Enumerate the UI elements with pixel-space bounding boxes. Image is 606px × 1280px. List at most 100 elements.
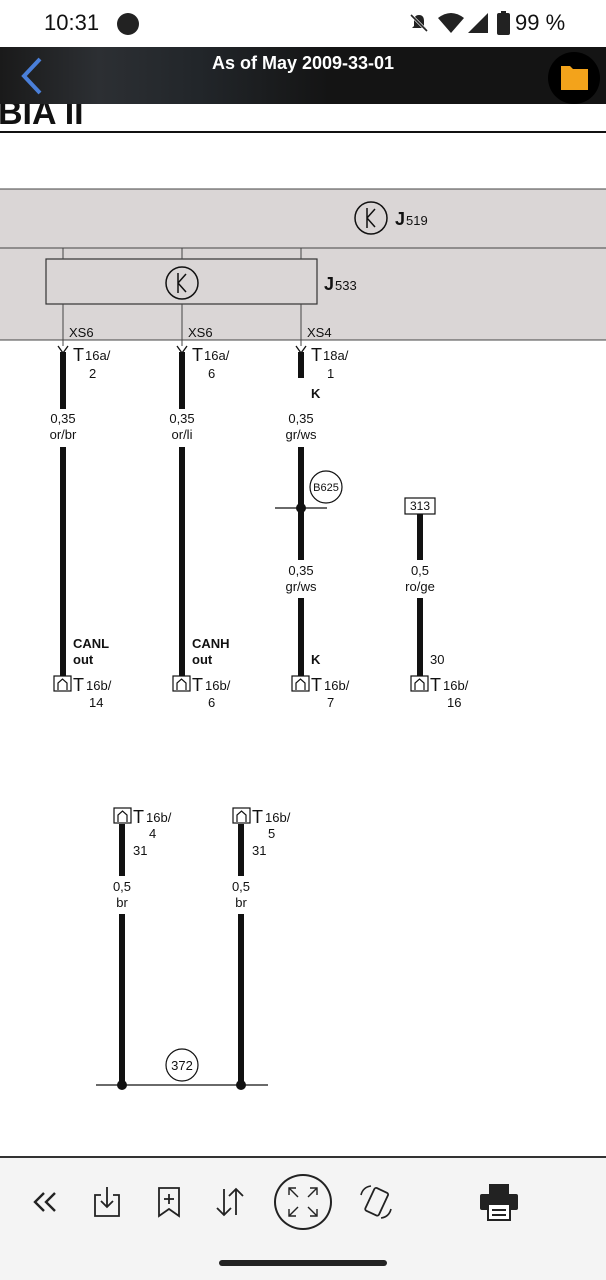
terminal-extra: K [311,386,321,401]
terminal-number: 31 [252,843,266,858]
rotate-button[interactable] [352,1172,400,1232]
terminal-pin: 2 [89,366,96,381]
terminal-letter: T [133,807,144,827]
ground-bus: 372 [96,1048,268,1090]
terminal-pin: 6 [208,366,215,381]
j519-number: 519 [406,213,428,228]
folder-button[interactable] [548,52,600,104]
header-background [0,47,330,104]
double-chevron-left-icon [33,1192,56,1212]
terminal-code: 18a/ [323,348,349,363]
chevron-left-icon [21,57,42,95]
j519-letter: J [395,209,405,229]
wire-gauge: 0,35 [288,563,313,578]
back-button[interactable] [14,53,54,99]
signal-label: K [311,652,321,667]
terminal-pin: 4 [149,826,156,841]
wire-gauge: 0,5 [411,563,429,578]
sort-button[interactable] [207,1172,253,1232]
wire-color: gr/ws [285,579,317,594]
wire-color: gr/ws [285,427,317,442]
terminal-code: 16a/ [85,348,111,363]
wire-color: or/li [172,427,193,442]
status-time: 10:31 [44,10,100,35]
terminal-pin: 6 [208,695,215,710]
wire-color: or/br [50,427,77,442]
signal-icon [468,13,488,33]
terminal-pin: 16 [447,695,461,710]
wire-gauge: 0,35 [288,411,313,426]
wiring-diagram: BIA II J 519 J 533 XS6 [0,104,606,1090]
control-unit-icon [165,266,199,300]
terminal-pin: 5 [268,826,275,841]
wire-gauge: 0,35 [50,411,75,426]
sort-icon [216,1187,244,1217]
terminal-letter: T [430,675,441,695]
wire-gauge: 0,5 [113,879,131,894]
terminal-code: 16b/ [443,678,469,693]
first-page-button[interactable] [22,1172,68,1232]
wire-gauge: 0,35 [169,411,194,426]
document-viewer[interactable]: BIA II J 519 J 533 XS6 [0,104,606,1156]
wires [60,352,423,1084]
terminal-code: 16b/ [324,678,350,693]
battery-percentage: 99 % [515,10,566,35]
signal-label: out [192,652,213,667]
terminal-code: 16b/ [146,810,172,825]
connector-t16b-5: T 16b/ 5 31 0,5 br [232,807,291,910]
terminal-letter: T [192,675,203,695]
module-area [0,189,606,340]
page-heading-fragment: BIA II [0,104,84,132]
wire-color: br [116,895,128,910]
j533-letter: J [324,274,334,294]
status-bar: 10:31 99 % [0,0,606,47]
fullscreen-button[interactable] [274,1174,332,1230]
terminal-letter: T [252,807,263,827]
document-title: As of May 2009-33-01 [211,53,395,73]
terminal-pin: 14 [89,695,103,710]
bottom-toolbar [0,1156,606,1246]
terminal-pin: 7 [327,695,334,710]
rotate-icon [360,1185,392,1219]
folder-icon [561,66,588,90]
connector-xs4: XS4 T 18a/ 1 K 0,35 gr/ws [285,325,348,442]
signal-label: 30 [430,652,444,667]
connector-xs6-b: XS6 T 16a/ 6 0,35 or/li [169,325,229,442]
signal-label: CANH [192,636,230,651]
bookmark-button[interactable] [146,1172,192,1232]
terminal-code: 16b/ [265,810,291,825]
terminal-letter: T [311,345,322,365]
wire-gauge: 0,5 [232,879,250,894]
terminal-letter: T [192,345,203,365]
connector-t16b-6: CANH out T 16b/ 6 [172,636,231,710]
connector-t16b-16: 30 T 16b/ 16 [410,652,469,710]
connector-t16b-14: CANL out T 16b/ 14 [53,636,112,710]
b625-junction: B625 [275,470,343,513]
connector-name: XS4 [307,325,332,340]
terminal-number: 31 [133,843,147,858]
print-button[interactable] [474,1172,524,1232]
connector-t16b-7: K T 16b/ 7 [291,652,350,710]
terminal-code: 16b/ [205,678,231,693]
terminal-pin: 1 [327,366,334,381]
fullscreen-icon [288,1187,318,1217]
signal-label: out [73,652,94,667]
reference-box-313: 313 [404,497,436,515]
terminal-letter: T [73,345,84,365]
box-313-label: 313 [410,499,430,513]
terminal-letter: T [73,675,84,695]
notification-dot-icon [117,13,139,35]
home-gesture-handle[interactable] [219,1260,387,1266]
connector-name: XS6 [188,325,213,340]
node-372-label: 372 [171,1058,193,1073]
wifi-icon [438,13,464,33]
j533-number: 533 [335,278,357,293]
wire-color: br [235,895,247,910]
print-icon [480,1184,518,1221]
signal-label: CANL [73,636,109,651]
b625-label: B625 [313,482,339,494]
terminal-code: 16a/ [204,348,230,363]
system-nav-bar [0,1244,606,1280]
app-header: As of May 2009-33-01 [0,47,606,104]
download-button[interactable] [84,1172,130,1232]
